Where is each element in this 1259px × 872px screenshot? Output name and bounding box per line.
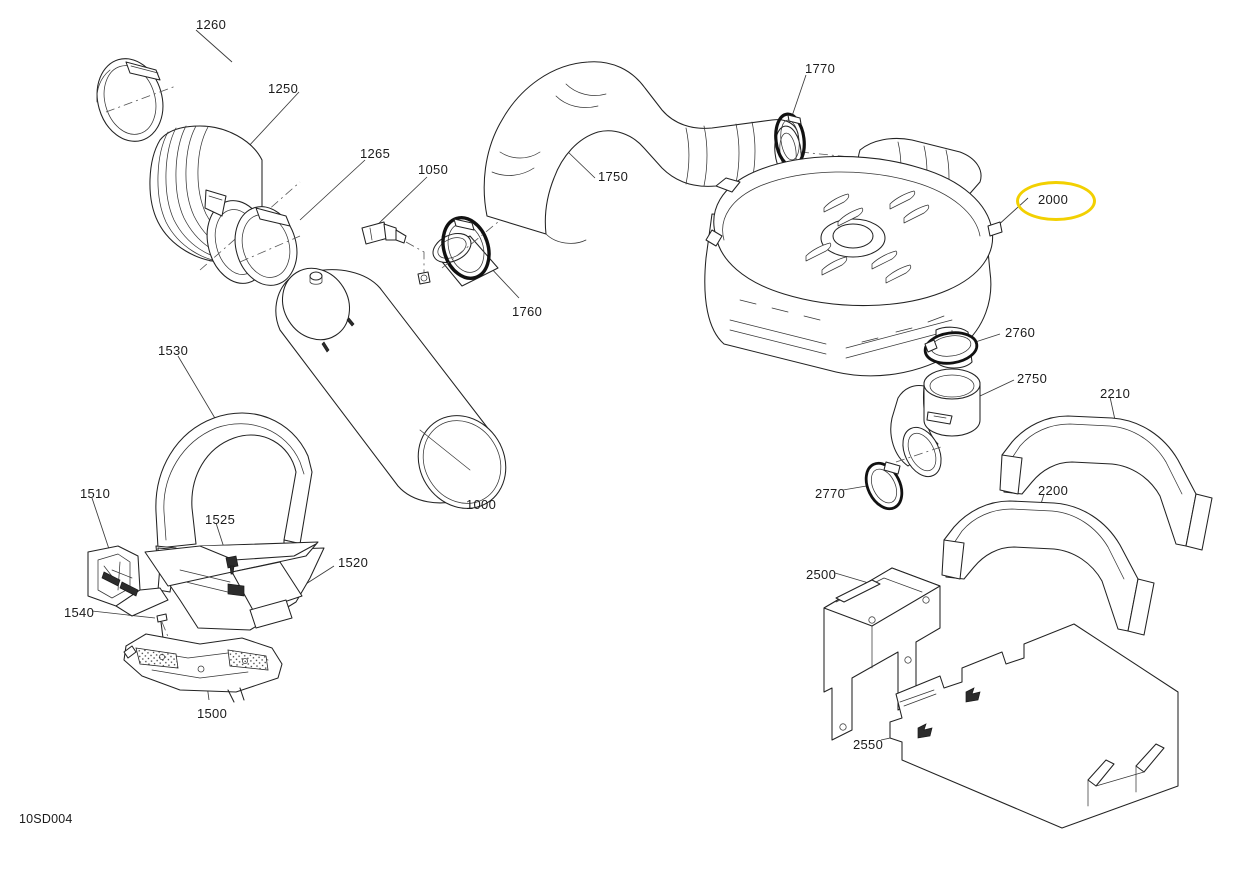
callout-2500[interactable]: 2500 — [806, 567, 837, 582]
part-2550-heat-shield — [889, 623, 1179, 829]
callout-1500[interactable]: 1500 — [197, 706, 228, 721]
part-1265-clamp — [234, 206, 301, 286]
callout-1530[interactable]: 1530 — [158, 343, 189, 358]
callout-1770[interactable]: 1770 — [805, 61, 836, 76]
part-1525-rivet — [225, 555, 239, 575]
callout-1050[interactable]: 1050 — [418, 162, 449, 177]
callout-1525[interactable]: 1525 — [205, 512, 236, 527]
part-2000-air-box — [704, 137, 1003, 420]
callout-2770[interactable]: 2770 — [815, 486, 846, 501]
callout-2760[interactable]: 2760 — [1005, 325, 1036, 340]
callout-2210[interactable]: 2210 — [1100, 386, 1131, 401]
callout-1260[interactable]: 1260 — [196, 17, 227, 32]
callout-2750[interactable]: 2750 — [1017, 371, 1048, 386]
part-2760-clamp — [923, 331, 979, 365]
part-1000-muffler — [275, 232, 507, 509]
part-1500-bracket — [123, 633, 283, 703]
part-1260-clamp — [96, 58, 177, 142]
callout-1510[interactable]: 1510 — [80, 486, 111, 501]
part-1520-deflector — [144, 541, 325, 631]
callout-2200[interactable]: 2200 — [1038, 483, 1069, 498]
callout-2000[interactable]: 2000 — [1038, 192, 1069, 207]
callout-1250[interactable]: 1250 — [268, 81, 299, 96]
callout-1540[interactable]: 1540 — [64, 605, 95, 620]
part-1510-clip — [87, 545, 169, 617]
callout-1750[interactable]: 1750 — [598, 169, 629, 184]
callout-1520[interactable]: 1520 — [338, 555, 369, 570]
part-1760-clamp — [441, 216, 499, 280]
part-2770-clamp — [864, 461, 904, 511]
callout-1265[interactable]: 1265 — [360, 146, 391, 161]
part-2750-elbow — [890, 368, 981, 478]
callout-1760[interactable]: 1760 — [512, 304, 543, 319]
callout-1000[interactable]: 1000 — [466, 497, 497, 512]
callout-2550[interactable]: 2550 — [853, 737, 884, 752]
part-2200-strap — [941, 500, 1155, 636]
part-2210-strap — [999, 415, 1213, 551]
diagram-code: 10SD004 — [19, 812, 73, 826]
part-1050-sensor — [361, 221, 431, 285]
